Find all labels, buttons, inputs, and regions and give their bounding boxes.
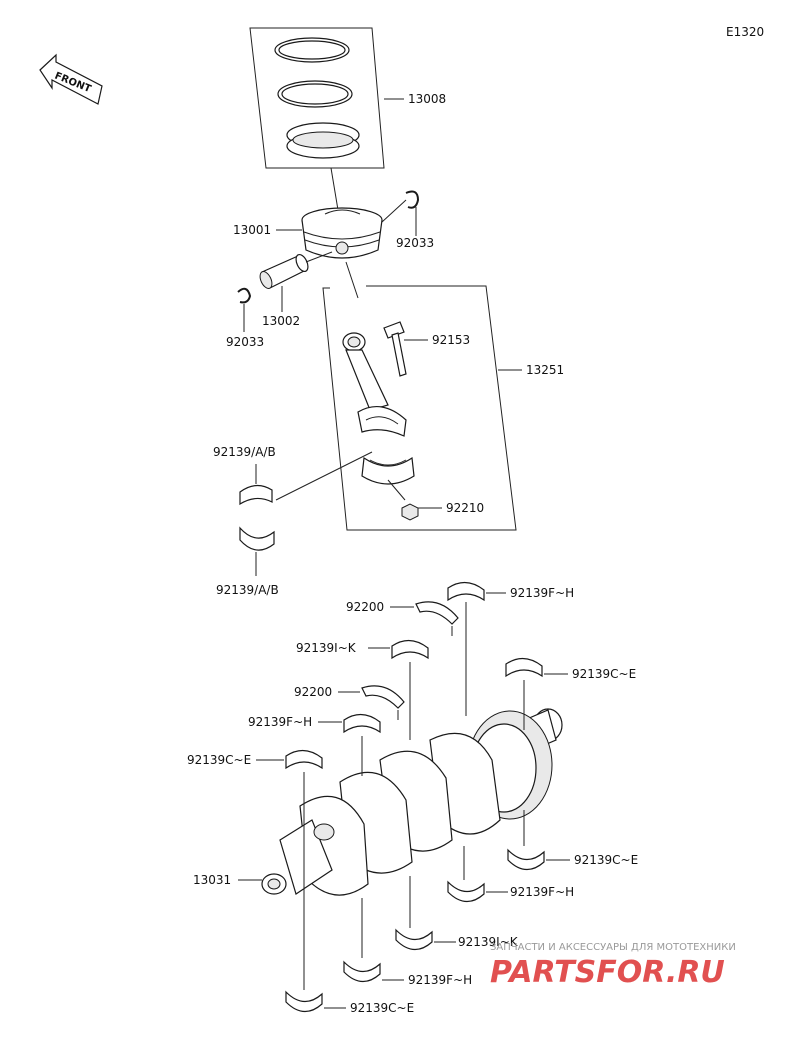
callout-92139ik-bottom: 92139I~K — [458, 935, 519, 949]
main-bearing-ik-bottom — [395, 876, 456, 951]
main-bearing-fh-lower-right — [447, 846, 508, 903]
callout-92139ce-top-right: 92139C~E — [572, 667, 636, 681]
callout-92139ce-lower-right: 92139C~E — [574, 853, 638, 867]
nut-icon — [401, 503, 442, 521]
crankshaft — [261, 708, 563, 896]
callout-92139fh-left: 92139F~H — [248, 715, 312, 729]
callout-92139fh-top: 92139F~H — [510, 586, 574, 600]
piston — [301, 167, 383, 259]
callout-92033-left: 92033 — [226, 335, 264, 349]
callout-92033-right: 92033 — [396, 236, 434, 250]
connecting-rod — [342, 332, 407, 437]
ring-set-bracket — [249, 27, 385, 169]
main-bearing-ce-top-right — [505, 657, 568, 730]
piston-ring-set-group — [249, 27, 404, 169]
con-rod-bolt — [383, 321, 428, 377]
callout-92139ab-upper: 92139/A/B — [213, 445, 276, 459]
circlip-right — [381, 190, 420, 236]
main-bearing-ik-top — [368, 639, 429, 740]
watermark-logo: PARTSFOR.RU — [490, 955, 725, 990]
thrust-washer-lower — [338, 685, 405, 720]
main-bearing-fh-top — [447, 581, 506, 716]
main-bearing-ce-bottom — [285, 990, 346, 1013]
main-bearing-fh-bottom — [343, 898, 404, 983]
callout-92139ce-left: 92139C~E — [187, 753, 251, 767]
callout-92200-upper: 92200 — [346, 600, 384, 614]
main-bearing-ce-lower-right — [507, 810, 570, 871]
callout-92153: 92153 — [432, 333, 470, 347]
callout-92139fh-bottom: 92139F~H — [408, 973, 472, 987]
circlip-left — [237, 287, 252, 332]
rod-bearing-upper — [239, 451, 373, 506]
callout-92210: 92210 — [446, 501, 484, 515]
callout-92139fh-lower-right: 92139F~H — [510, 885, 574, 899]
callout-13251: 13251 — [526, 363, 564, 377]
callout-13002: 13002 — [262, 314, 300, 328]
thrust-washer-upper — [390, 601, 459, 636]
callout-92139ce-bottom: 92139C~E — [350, 1001, 414, 1015]
watermark-subtitle: ЗАПЧАСТИ И АКСЕССУАРЫ ДЛЯ МОТОТЕХНИКИ — [490, 942, 736, 953]
callout-13008: 13008 — [408, 92, 446, 106]
con-rod-assy-bracket — [322, 261, 522, 531]
piston-pin — [259, 251, 333, 312]
main-bearing-fh-left — [318, 713, 381, 776]
front-arrow-icon: FRONT — [39, 53, 103, 105]
callout-92200-lower: 92200 — [294, 685, 332, 699]
rod-bearing-lower — [239, 526, 275, 576]
callout-92139ik-top: 92139I~K — [296, 641, 357, 655]
diagram-code: E1320 — [726, 25, 764, 39]
callout-13031: 13031 — [193, 873, 231, 887]
watermark: ЗАПЧАСТИ И АКСЕССУАРЫ ДЛЯ МОТОТЕХНИКИ PA… — [490, 942, 736, 990]
main-bearing-ce-left — [256, 749, 323, 990]
callout-92139ab-lower: 92139/A/B — [216, 583, 279, 597]
callout-13001: 13001 — [233, 223, 271, 237]
rod-cap — [361, 456, 415, 501]
